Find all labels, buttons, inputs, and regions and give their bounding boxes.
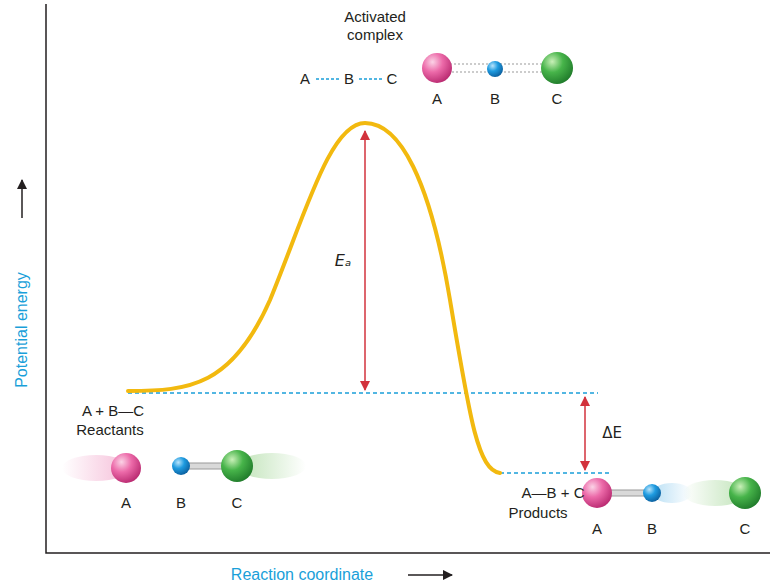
partial-bond: [316, 78, 340, 80]
atom-label: A: [592, 520, 602, 538]
axis-title: Reaction coordinate: [231, 566, 373, 584]
reactants-label: Reactants: [76, 421, 144, 439]
activation-energy-arrow: [364, 131, 366, 390]
product-molecules: [582, 477, 761, 509]
atom-label: A: [432, 90, 442, 108]
energy-change-arrow: [584, 397, 586, 470]
atom-label: C: [552, 90, 563, 108]
axes: [46, 4, 770, 553]
partial-bond: [359, 78, 383, 80]
product-level: [500, 472, 612, 474]
axis-title: Potential energy: [13, 272, 31, 388]
atom-label: A: [300, 70, 310, 88]
atom-label: C: [387, 70, 398, 88]
axis-arrow: [408, 574, 452, 576]
energy-symbol: ΔE: [602, 424, 622, 442]
products-formula: A—B + C: [522, 484, 585, 502]
energy-symbol: Eₐ: [335, 252, 351, 270]
complex-title: Activated complex: [330, 8, 420, 44]
atom-label: B: [490, 90, 500, 108]
atom-label: B: [176, 494, 186, 512]
atom-label: B: [647, 520, 657, 538]
atom-label: C: [740, 520, 751, 538]
atom-label: A: [121, 494, 131, 512]
atom-label: B: [344, 70, 354, 88]
atom-label: C: [232, 494, 243, 512]
activated-complex-molecule: [422, 52, 573, 84]
energy-curve: [128, 123, 500, 473]
reactant-molecules: [62, 450, 306, 483]
reactants-formula: A + B—C: [82, 402, 144, 420]
axis-arrow: [21, 180, 23, 218]
products-label: Products: [508, 504, 567, 522]
reactant-level: [128, 392, 598, 394]
